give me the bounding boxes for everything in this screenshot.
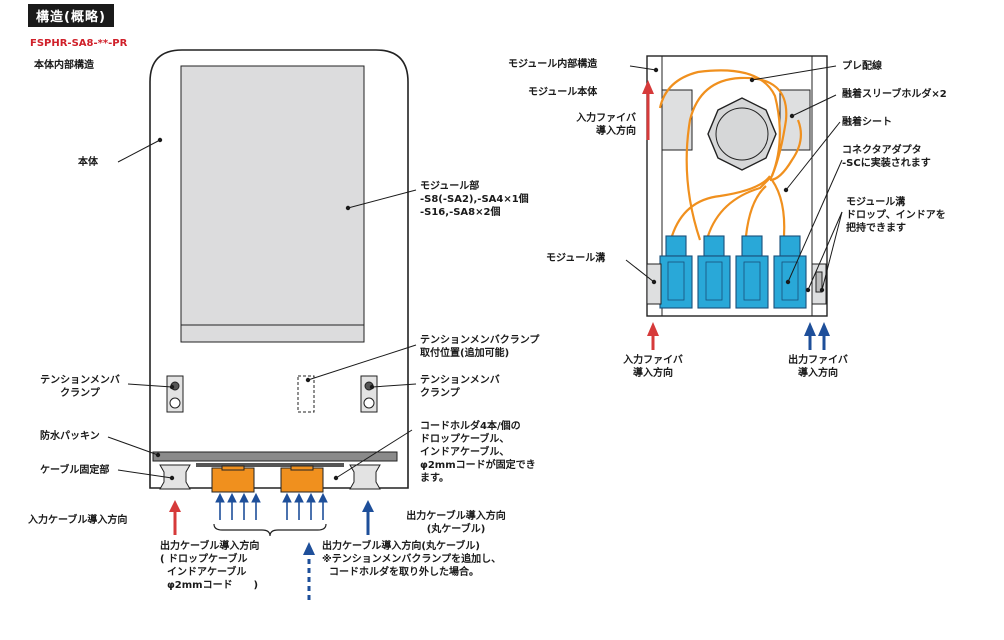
- label-module-body: モジュール本体: [528, 87, 598, 98]
- label-output-cable-dir: 出力ケーブル導入方向 ( ドロップケーブル インドアケーブル φ2mmコード ): [160, 541, 260, 591]
- output-round-arrow: [362, 500, 374, 535]
- cord-holder: [211, 465, 324, 493]
- section-heading: 構造(概略): [28, 4, 114, 27]
- input-cable-arrow: [169, 500, 181, 535]
- output-round-dashed-arrow: [303, 542, 315, 600]
- label-output-round-note: 出力ケーブル導入方向(丸ケーブル) ※テンションメンバクランプを追加し、 コード…: [322, 541, 502, 578]
- label-fusion-sheet: 融着シート: [842, 117, 892, 128]
- label-module-part: モジュール部 -S8(-SA2),-SA4×1個 -S16,-SA8×2個: [420, 181, 529, 218]
- left-leaders: [107, 137, 417, 481]
- label-input-cable-dir: 入力ケーブル導入方向: [28, 515, 128, 526]
- label-main-body: 本体: [78, 157, 98, 168]
- label-input-fiber: 入力ファイバ 導入方向: [623, 355, 683, 379]
- label-cord-holder-note: コードホルダ4本/個の ドロップケーブル、 インドアケーブル、 φ2mmコードが…: [420, 421, 536, 484]
- module-part: [180, 65, 365, 343]
- label-input-fiber-top: 入力ファイバ 導入方向: [576, 113, 636, 137]
- label-waterproof-packing: 防水パッキン: [40, 431, 100, 442]
- subtitle: 本体内部構造: [34, 60, 94, 71]
- tension-clamp-right: [360, 375, 378, 413]
- output-cable-arrows: [215, 492, 328, 520]
- module-output-arrows: [804, 322, 830, 350]
- label-output-cable-round: 出力ケーブル導入方向 (丸ケーブル): [406, 511, 506, 535]
- label-module-groove-note: モジュール溝 ドロップ、インドアを 把持できます: [846, 197, 946, 234]
- tension-clamp-option: [297, 375, 315, 413]
- waterproof-packing: [152, 451, 398, 462]
- label-output-fiber: 出力ファイバ 導入方向: [788, 355, 848, 379]
- tension-clamp-left: [166, 375, 184, 413]
- connector-adapters: [659, 235, 807, 309]
- bracket: [213, 523, 327, 537]
- module-input-arrow-top: [642, 80, 654, 140]
- label-module-internal: モジュール内部構造: [508, 59, 598, 70]
- cable-fixing-part: [159, 463, 381, 490]
- label-sleeve-holder: 融着スリーブホルダ×2: [842, 89, 947, 100]
- model-number: FSPHR-SA8-**-PR: [30, 38, 128, 49]
- connector-slots: [667, 261, 799, 301]
- fiber-reel: [707, 97, 777, 171]
- label-pre-wiring: プレ配線: [842, 61, 882, 72]
- label-module-groove: モジュール溝: [546, 253, 606, 264]
- label-tension-clamp-left: テンションメンバ クランプ: [40, 375, 120, 399]
- label-tension-clamp-option: テンションメンバクランプ 取付位置(追加可能): [420, 335, 540, 359]
- right-leaders: [625, 65, 843, 293]
- label-connector-adapter: コネクタアダプタ -SCに実装されます: [842, 145, 931, 169]
- module-input-arrow: [647, 322, 659, 350]
- label-tension-clamp-right: テンションメンバ クランプ: [420, 375, 500, 399]
- sleeve-holder-left: [661, 89, 693, 151]
- label-cable-fixing: ケーブル固定部: [40, 465, 110, 476]
- pre-wiring-fibers: [658, 69, 803, 241]
